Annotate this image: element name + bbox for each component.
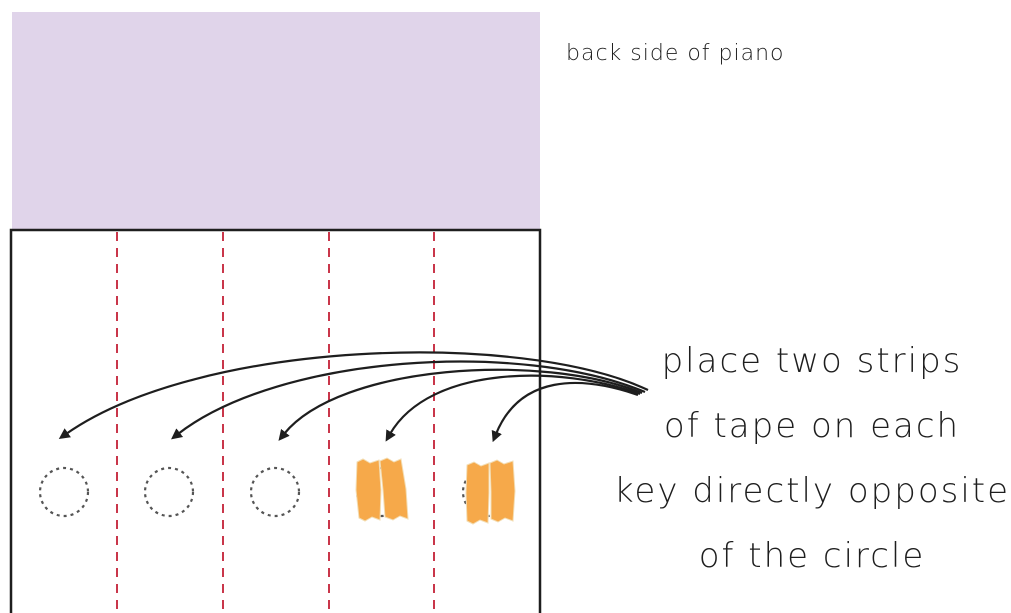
key-circles [38,466,513,518]
arrow-to-key-3 [278,368,643,441]
key-circle [143,466,195,518]
arrow-to-key-1 [58,351,649,440]
tape-group-key-4 [355,457,409,522]
keys-outline [9,228,542,613]
arrow-to-key-2 [171,360,646,440]
arrow-to-key-4 [385,374,641,442]
arrow-to-key-5 [491,381,639,443]
tape-strip [465,461,490,525]
back-side-label: back side of piano [566,41,785,66]
instruction-line: place two strips [662,341,963,381]
instruction-line: key directly opposite [614,471,1010,511]
instruction-line: of tape on each [664,406,960,446]
key-circle [38,466,90,518]
instruction-line: of the circle [699,536,926,576]
key-circle [249,466,301,518]
tape-strip [489,459,516,523]
tape-group-key-5 [465,459,516,525]
tape-strip [355,458,382,522]
key-dividers [116,232,435,613]
tape-strip [379,457,409,521]
piano-back-area [12,12,540,229]
arrows [58,351,649,443]
instruction-note: place two strips of tape on each key dir… [614,341,1010,576]
